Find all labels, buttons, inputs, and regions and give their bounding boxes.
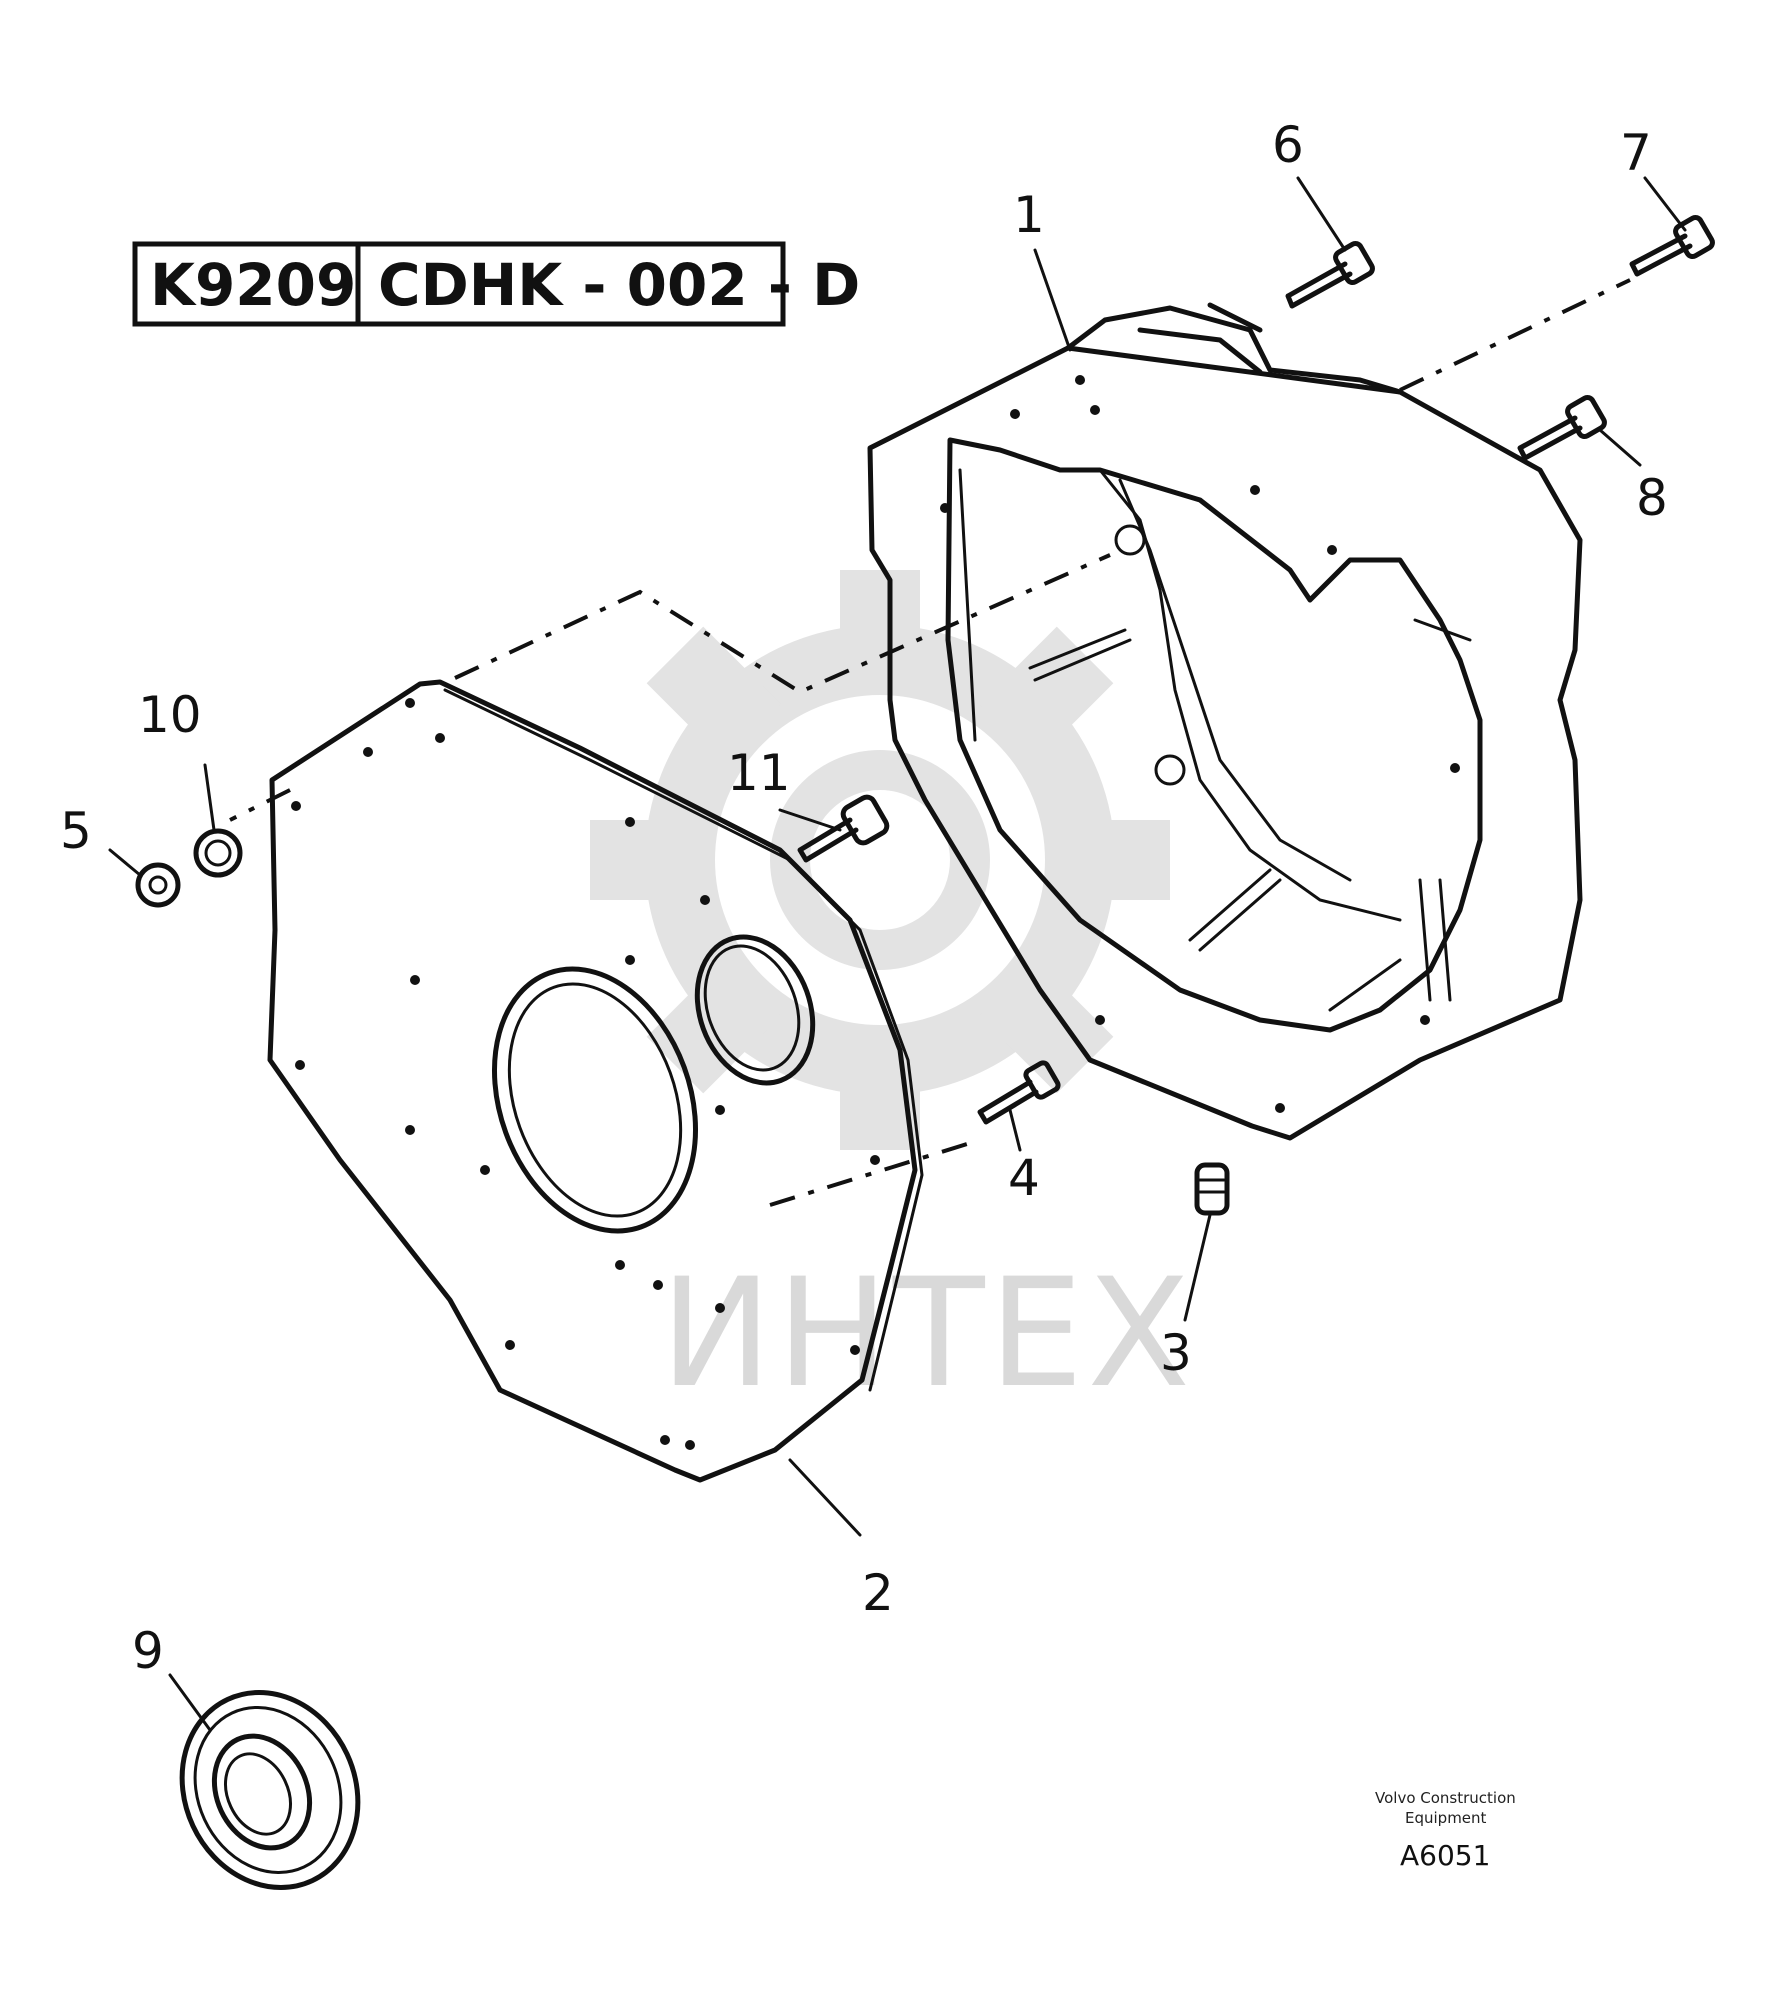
washer-10: [193, 828, 243, 878]
footer-reference: Volvo Construction Equipment A6051: [1375, 1789, 1516, 1872]
cover-plate: [267, 679, 924, 1483]
callout-4: 4: [1008, 1149, 1040, 1207]
assembly-centerlines: [229, 278, 1631, 1207]
model-code: K9209: [150, 251, 356, 319]
callout-9: 9: [132, 1622, 164, 1680]
seal-9: [179, 1690, 361, 1890]
callout-5: 5: [60, 802, 92, 860]
maker-line-1: Volvo Construction: [1375, 1789, 1516, 1807]
bolt-7: [1629, 214, 1715, 277]
callout-labels: 1 2 3 4 5 6 7 8 9 10 11: [60, 116, 1668, 1680]
callout-11: 11: [727, 744, 791, 802]
callout-10: 10: [138, 686, 202, 744]
bolt-8: [1517, 394, 1607, 461]
flywheel-housing: [867, 302, 1583, 1141]
callout-2: 2: [862, 1564, 894, 1622]
callout-6: 6: [1272, 116, 1304, 174]
callout-7: 7: [1620, 124, 1652, 182]
header-code-boxes: K9209 CDHK - 002 - D: [132, 241, 860, 327]
leader-lines: [108, 176, 1687, 1732]
callout-3: 3: [1160, 1324, 1192, 1382]
maker-line-2: Equipment: [1405, 1809, 1487, 1827]
watermark-text: ИНТЕХ: [660, 1247, 1194, 1421]
nut-5: [135, 862, 181, 908]
section-code: CDHK - 002 - D: [378, 251, 860, 319]
callout-1: 1: [1013, 186, 1045, 244]
bolt-11: [797, 794, 890, 863]
plug-3: [1194, 1162, 1230, 1216]
callout-8: 8: [1636, 469, 1668, 527]
bolt-6: [1285, 240, 1375, 309]
drawing-reference: A6051: [1400, 1839, 1490, 1872]
bolt-4: [977, 1060, 1061, 1125]
